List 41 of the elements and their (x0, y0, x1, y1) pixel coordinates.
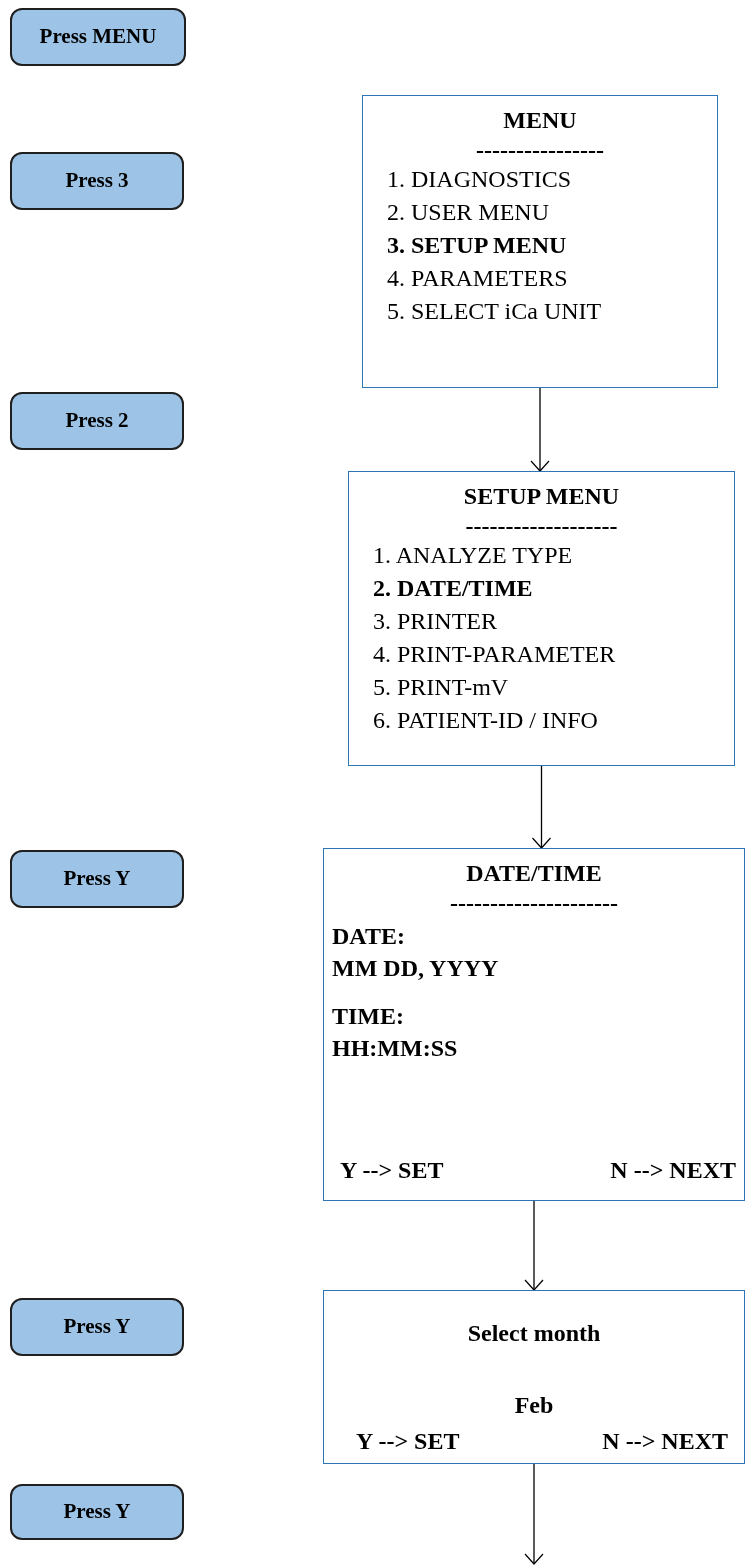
screen-box (348, 471, 735, 766)
menu-title: SETUP MENU (463, 482, 620, 511)
menu-item: 1. DIAGNOSTICS (386, 165, 572, 194)
dash-divider-text: --------------------- (450, 890, 618, 916)
press-button: Press 3 (10, 152, 184, 210)
field-label: TIME: (332, 1002, 405, 1031)
arrow (524, 1200, 544, 1291)
field-format: MM DD, YYYY (332, 954, 500, 983)
menu-item: 1. ANALYZE TYPE (372, 541, 574, 570)
menu-item: 2. DATE/TIME (372, 574, 534, 603)
press-button: Press 2 (10, 392, 184, 450)
arrow (531, 765, 552, 849)
screen-box (323, 1290, 745, 1464)
screen-title: DATE/TIME (466, 859, 602, 888)
menu-item: 3. PRINTER (372, 607, 498, 636)
press-button: Press MENU (10, 8, 186, 66)
field-label: DATE: (332, 922, 406, 951)
menu-item: 5. PRINT-mV (372, 673, 510, 702)
menu-item: 4. PARAMETERS (386, 264, 569, 293)
key-hint: Y --> SET (356, 1427, 460, 1456)
menu-item: 4. PRINT-PARAMETER (372, 640, 617, 669)
menu-title: MENU (503, 106, 577, 135)
dash-divider-text: ---------------- (476, 137, 604, 163)
selected-value: Feb (514, 1391, 554, 1420)
key-hint: N --> NEXT (610, 1156, 736, 1185)
menu-item: 6. PATIENT-ID / INFO (372, 706, 599, 735)
press-button: Press Y (10, 1298, 184, 1356)
key-hint: N --> NEXT (602, 1427, 728, 1456)
screen-box (362, 95, 718, 388)
menu-item: 3. SETUP MENU (386, 231, 568, 260)
screen-title: Select month (467, 1319, 601, 1348)
field-format: HH:MM:SS (332, 1034, 459, 1063)
arrow (524, 1463, 544, 1565)
press-button: Press Y (10, 1484, 184, 1540)
dash-divider-text: ------------------- (465, 513, 618, 539)
screen-box (323, 848, 745, 1201)
menu-item: 5. SELECT iCa UNIT (386, 297, 603, 326)
menu-item: 2. USER MENU (386, 198, 550, 227)
key-hint: Y --> SET (340, 1156, 444, 1185)
press-button: Press Y (10, 850, 184, 908)
arrow (530, 387, 550, 472)
